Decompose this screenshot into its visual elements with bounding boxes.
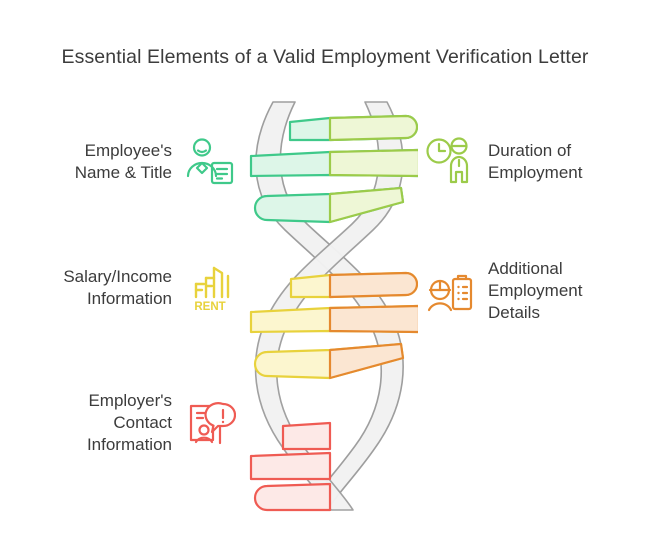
dna-rung-group-bottom [249, 421, 332, 512]
item-label: Employer's Contact Information [86, 391, 172, 454]
dna-rung [253, 342, 405, 380]
item-label: Employee's Name & Title [74, 141, 172, 182]
rent-icon-text: RENT [194, 301, 225, 313]
item-duration-employment[interactable]: Duration of Employment [424, 136, 639, 188]
item-label: Duration of Employment [488, 141, 583, 182]
page-title: Essential Elements of a Valid Employment… [61, 46, 589, 68]
dna-strand-b [254, 101, 404, 511]
rent-building-icon: RENT [194, 266, 230, 313]
dna-rung [249, 451, 332, 481]
dna-rung [249, 304, 418, 334]
dna-rung-group-top [249, 114, 418, 224]
contact-alert-icon [189, 401, 236, 444]
item-label: Salary/Income Information [63, 267, 172, 308]
item-employee-name-title[interactable]: Employee's Name & Title [36, 136, 236, 188]
person-document-icon [186, 138, 234, 185]
dna-rung [289, 271, 418, 299]
item-salary-income[interactable]: Salary/Income Information RENT [26, 262, 236, 314]
dna-rung [249, 148, 418, 178]
item-employer-contact[interactable]: Employer's Contact Information [26, 390, 236, 455]
dna-helix-illustration [249, 101, 418, 512]
item-additional-details[interactable]: Additional Employment Details [424, 258, 639, 323]
dna-rung [281, 421, 332, 451]
clock-person-icon [426, 137, 469, 184]
item-label: Additional Employment Details [488, 259, 583, 322]
dna-rung-group-middle [249, 271, 418, 380]
worker-clipboard-icon [427, 274, 473, 311]
dna-rung [253, 482, 332, 512]
dna-rung [288, 114, 418, 142]
dna-rung [253, 186, 405, 224]
